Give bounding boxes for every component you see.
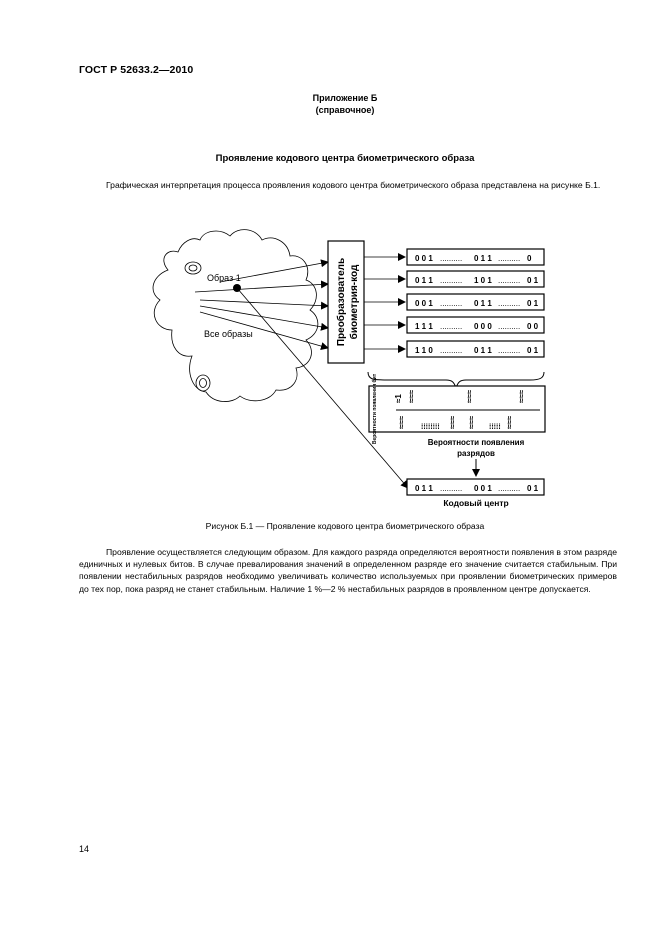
document-id: ГОСТ Р 52633.2—2010 [79,64,193,76]
annex-title: Приложение Б [0,93,661,103]
code-row: 1 1 0 .......... 0 1 1 .......... 0 1 [407,341,544,357]
probability-caption-line1: Вероятности появления [428,438,525,447]
probability-bar-down: ≈≈≈ [505,415,514,429]
code-bits-c: 0 0 [527,322,539,331]
converter-output-arrows [364,257,405,349]
code-bits-a: 0 0 1 [415,299,433,308]
code-bits-c: 0 [527,254,532,263]
code-bits-b: 0 1 1 [474,254,492,263]
code-bits-c: 0 1 [527,346,539,355]
code-bits-b: 1 0 1 [474,276,492,285]
code-row: 0 1 1 .......... 1 0 1 .......... 0 1 [407,271,544,287]
section-title: Проявление кодового центра биометрическо… [0,153,661,164]
code-ellipsis: .......... [440,484,462,493]
annex-note: (справочное) [0,105,661,115]
code-bits-a: 1 1 1 [415,322,433,331]
code-center-bits-c: 0 1 [527,484,539,493]
cloud-loop-bottom [196,375,210,391]
probability-caption-line2: разрядов [457,449,495,458]
code-center: 0 1 1 .......... 0 0 1 .......... 0 1 [407,479,544,495]
code-ellipsis: .......... [440,346,462,355]
code-center-label: Кодовый центр [443,498,508,508]
probability-bar-up: ≈≈≈ [465,389,474,403]
probability-side-label: Вероятности появления бит [371,373,378,444]
code-ellipsis: .......... [440,322,462,331]
probability-bar-down: ≈≈≈ [448,415,457,429]
code-ellipsis: .......... [440,254,462,263]
cloud-loop-top [185,262,201,274]
code-bits-a: 1 1 0 [415,346,433,355]
code-bits-b: 0 0 0 [474,322,492,331]
code-bits-b: 0 1 1 [474,299,492,308]
code-row: 0 0 1 .......... 0 1 1 .......... 0 [407,249,544,265]
figure-caption: Рисунок Б.1 — Проявление кодового центра… [0,521,661,531]
code-ellipsis: .......... [498,299,520,308]
cloud-label-all: Все образы [204,329,253,339]
probability-bar-dots: ⁞⁞⁞⁞⁞⁞⁞⁞ [421,424,440,431]
body-paragraph: Проявление осуществляется следующим обра… [79,546,617,595]
converter-label-line2: биометрия-код [348,264,360,339]
probability-bar-down: ≈≈≈ [397,415,406,429]
code-ellipsis: .......... [498,346,520,355]
code-bits-a: 0 1 1 [415,276,433,285]
converter-label-line1: Преобразователь [335,258,347,346]
code-row: 0 0 1 .......... 0 1 1 .......... 0 1 [407,294,544,310]
code-ellipsis: .......... [498,276,520,285]
probability-bar-up: ≈≈≈ [407,389,416,403]
page-number: 14 [79,844,89,854]
code-ellipsis: .......... [440,299,462,308]
code-ellipsis: .......... [440,276,462,285]
code-bits-a: 0 0 1 [415,254,433,263]
intro-paragraph: Графическая интерпретация процесса прояв… [79,179,617,191]
code-bits-b: 0 1 1 [474,346,492,355]
code-center-bits-a: 0 1 1 [415,484,433,493]
code-ellipsis: .......... [498,322,520,331]
figure-diagram: Образ 1 Все образы Преобразователь биоме… [140,228,560,508]
code-center-bits-b: 0 0 1 [474,484,492,493]
probability-bar-down: ≈≈≈ [467,415,476,429]
probability-bar-up: ≈≈≈ [517,389,526,403]
probability-bar-up: ≈1 [394,394,403,403]
biometric-cloud [153,230,318,402]
code-ellipsis: .......... [498,484,520,493]
code-bits-c: 0 1 [527,299,539,308]
code-ellipsis: .......... [498,254,520,263]
probability-bar-dots: ⁞⁞⁞⁞⁞ [489,424,501,431]
code-row: 1 1 1 .......... 0 0 0 .......... 0 0 [407,317,544,333]
code-bits-c: 0 1 [527,276,539,285]
